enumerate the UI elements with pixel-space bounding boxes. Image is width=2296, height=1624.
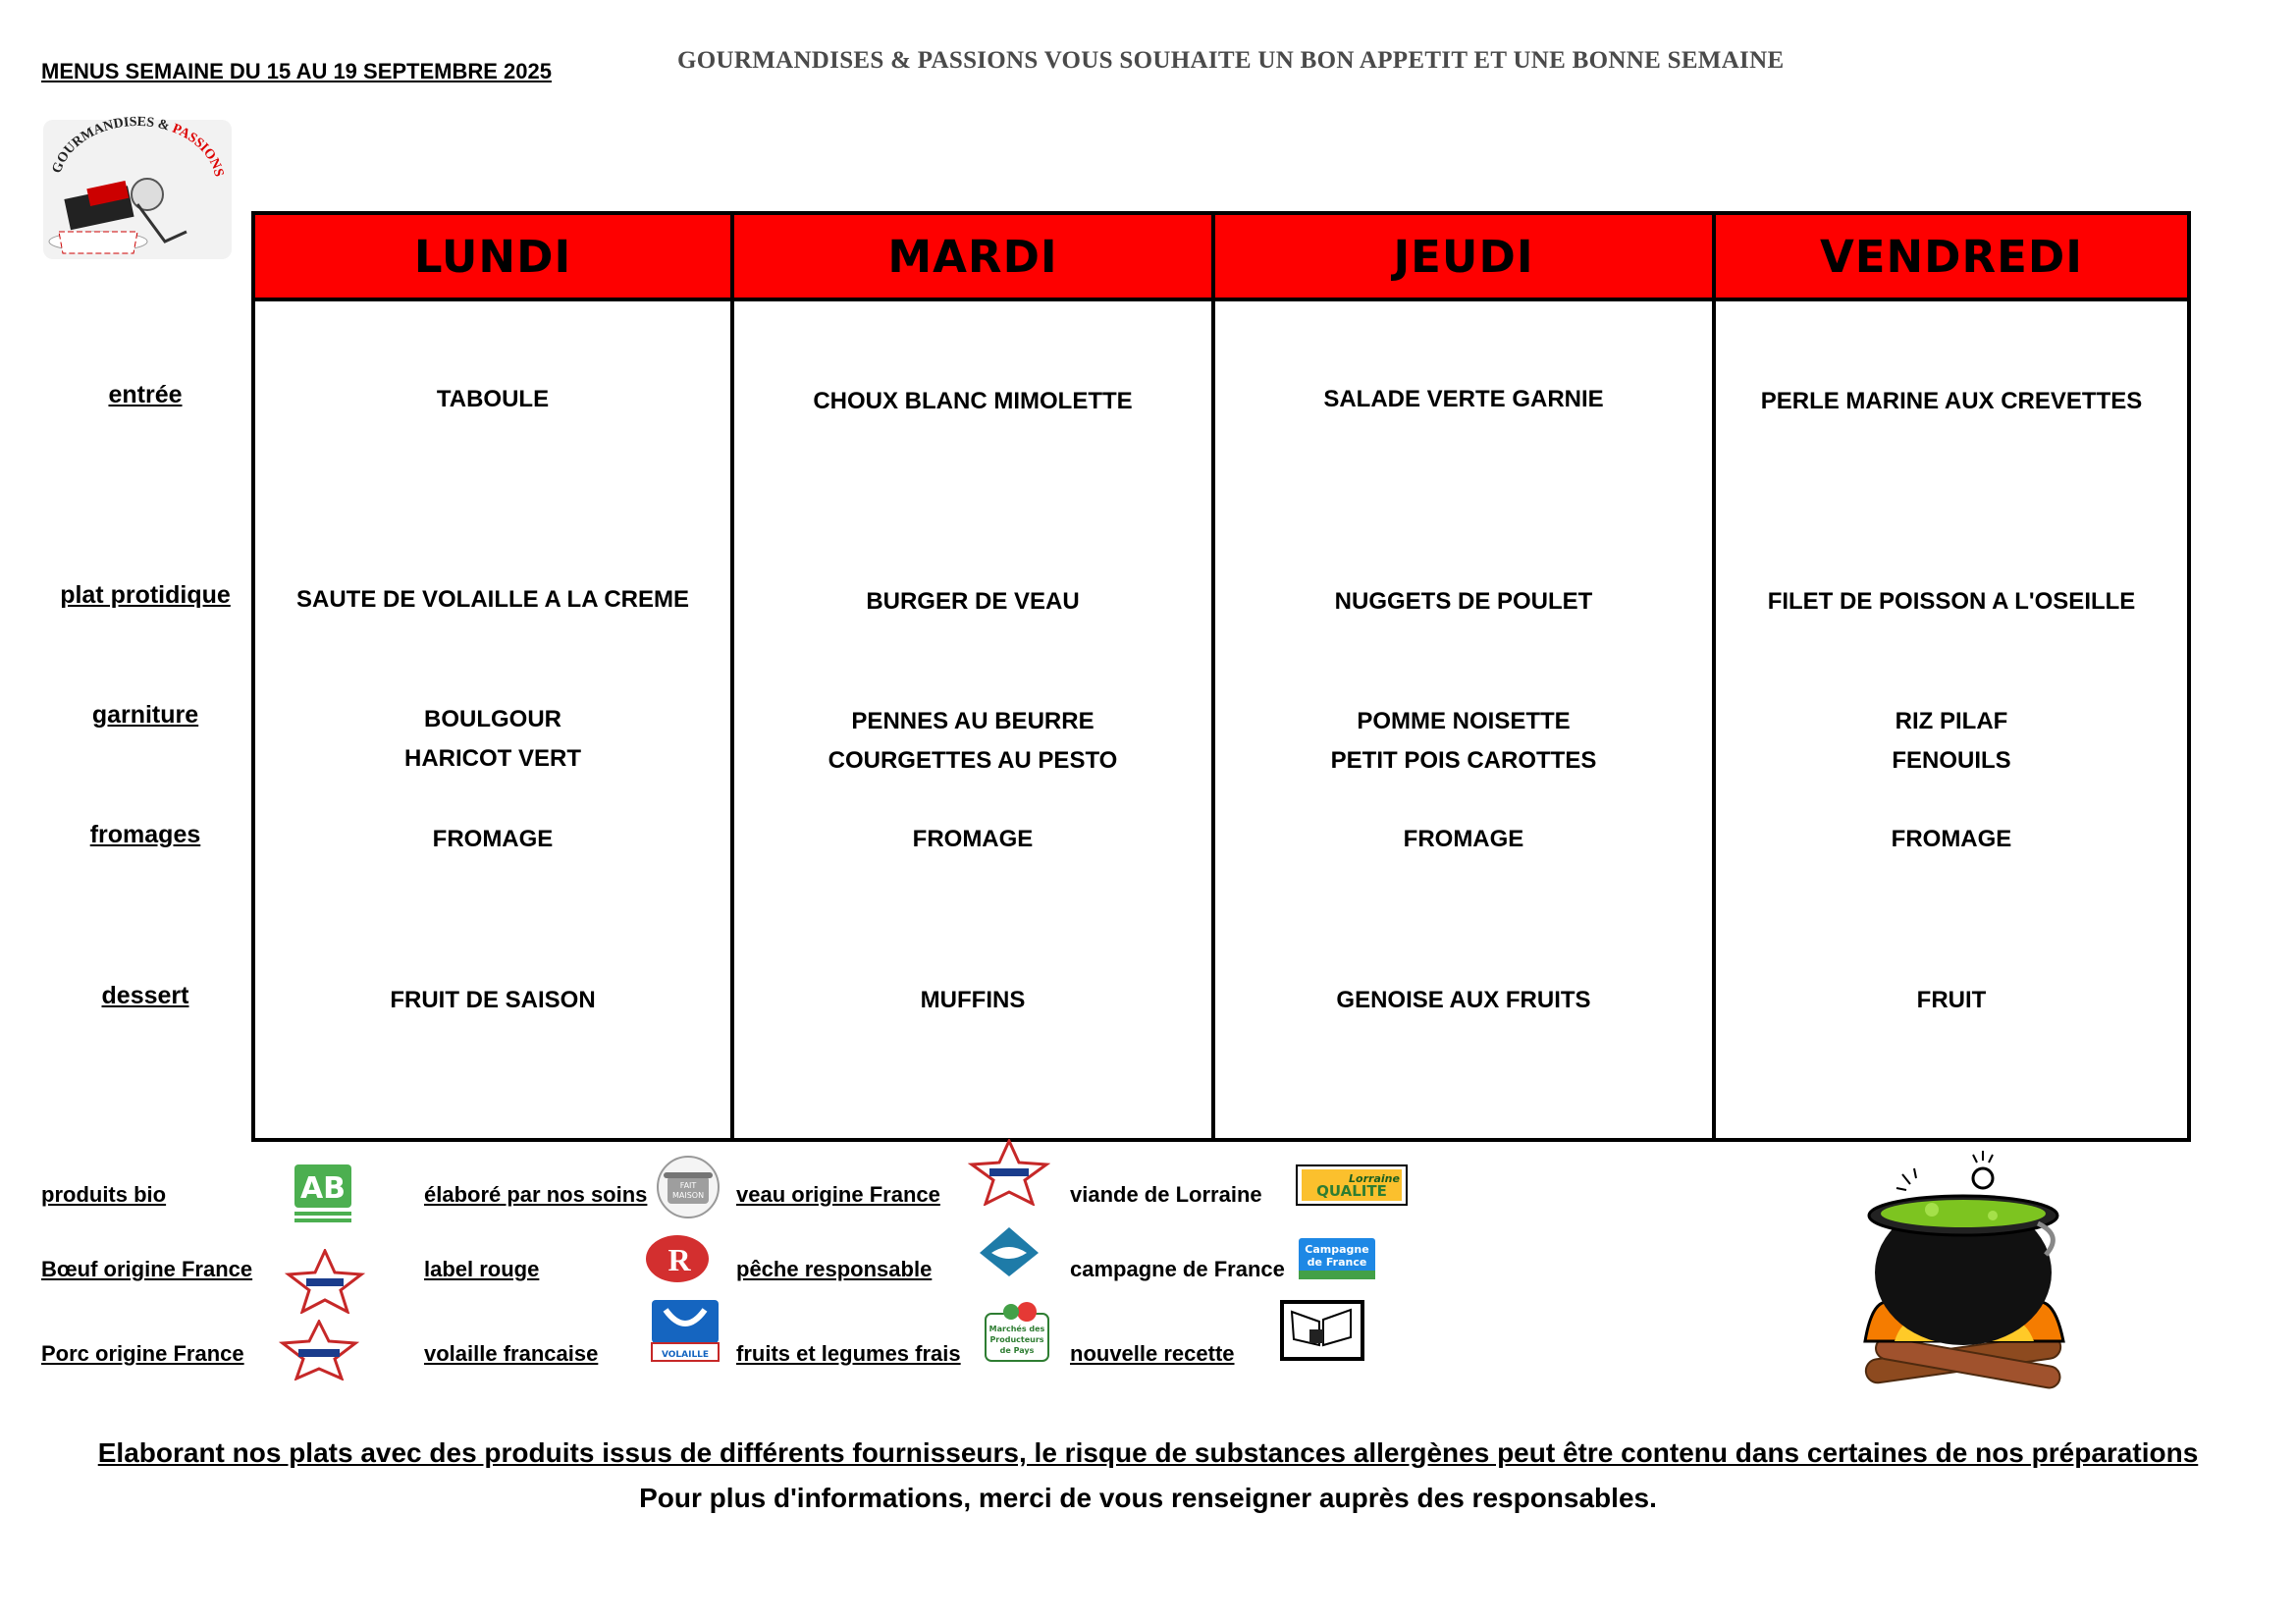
svg-text:QUALITE: QUALITE	[1316, 1182, 1387, 1200]
day-header-jeudi: JEUDI	[1215, 215, 1712, 301]
tagline: GOURMANDISES & PASSIONS VOUS SOUHAITE UN…	[677, 47, 1785, 74]
svg-text:Campagne: Campagne	[1305, 1243, 1368, 1256]
legend-nouvelle-recette: nouvelle recette	[1070, 1341, 1235, 1366]
legend-boeuf: Bœuf origine France	[41, 1257, 253, 1281]
legend-veau: veau origine France	[736, 1182, 940, 1207]
menu-cell: CHOUX BLANC MIMOLETTE	[813, 388, 1133, 414]
row-label-dessert: dessert	[101, 982, 189, 1009]
svg-text:R: R	[667, 1242, 691, 1277]
ab-bio-text: AB	[300, 1171, 346, 1206]
svg-text:de Pays: de Pays	[1000, 1346, 1035, 1355]
legend-produits-bio: produits bio	[41, 1182, 167, 1207]
french-poultry-icon: VOLAILLE	[648, 1298, 722, 1363]
pork-france-icon	[278, 1318, 360, 1381]
day-header-mardi: MARDI	[734, 215, 1211, 301]
week-title: MENUS SEMAINE DU 15 AU 19 SEPTEMBRE 2025	[41, 59, 552, 83]
svg-text:Producteurs: Producteurs	[989, 1335, 1043, 1344]
legend-porc: Porc origine France	[41, 1341, 244, 1366]
svg-text:FAIT: FAIT	[680, 1181, 697, 1190]
row-label-plat: plat protidique	[60, 581, 231, 609]
veal-france-icon	[967, 1137, 1051, 1207]
menu-cell: NUGGETS DE POULET	[1334, 588, 1593, 615]
menu-cell: PERLE MARINE AUX CREVETTES	[1760, 388, 2143, 414]
menu-cell: FROMAGE	[1891, 826, 2012, 852]
menu-cell: GENOISE AUX FRUITS	[1336, 987, 1591, 1013]
legend-lorraine: viande de Lorraine	[1070, 1182, 1262, 1207]
svg-text:VOLAILLE: VOLAILLE	[662, 1350, 709, 1360]
svg-text:de France: de France	[1308, 1256, 1367, 1269]
beef-france-icon	[284, 1247, 366, 1316]
new-recipe-icon	[1280, 1300, 1364, 1361]
legend-peche: pêche responsable	[736, 1257, 933, 1281]
menu-table: LUNDI MARDI JEUDI VENDREDI TABOULE CHOUX…	[251, 211, 2191, 1142]
row-label-entree: entrée	[108, 381, 183, 408]
menu-cell: FRUIT DE SAISON	[390, 987, 596, 1013]
menu-cell: MUFFINS	[920, 987, 1026, 1013]
campagne-france-icon: Campagne de France	[1298, 1237, 1376, 1280]
info-line: Pour plus d'informations, merci de vous …	[639, 1483, 1657, 1513]
legend-elabore: élaboré par nos soins	[424, 1182, 648, 1207]
column-divider	[1211, 215, 1215, 1138]
label-rouge-icon: R	[644, 1233, 711, 1284]
restaurant-logo: GOURMANDISES & PASSIONS	[39, 115, 236, 263]
local-produce-icon: Marchés des Producteurs de Pays	[982, 1300, 1052, 1365]
allergen-disclaimer: Elaborant nos plats avec des produits is…	[97, 1437, 2199, 1468]
row-label-fromages: fromages	[89, 821, 201, 848]
menu-cell: FRUIT	[1916, 987, 1987, 1013]
menu-cell: TABOULE	[436, 386, 550, 412]
ab-bio-icon: AB	[293, 1163, 353, 1225]
legend-label-rouge: label rouge	[424, 1257, 540, 1281]
menu-cell: FROMAGE	[1403, 826, 1524, 852]
homemade-pot-icon: FAIT MAISON	[652, 1155, 724, 1219]
svg-text:Marchés des: Marchés des	[989, 1324, 1045, 1333]
menu-cell: FROMAGE	[432, 826, 554, 852]
legend-volaille: volaille francaise	[424, 1341, 599, 1366]
day-header-vendredi: VENDREDI	[1716, 215, 2187, 301]
menu-cell: FILET DE POISSON A L'OSEILLE	[1767, 588, 2136, 615]
menu-cell: SALADE VERTE GARNIE	[1323, 386, 1604, 412]
svg-text:MAISON: MAISON	[672, 1191, 704, 1200]
menu-cell: SAUTE DE VOLAILLE A LA CREME	[295, 586, 689, 613]
sustainable-fishing-icon	[974, 1223, 1044, 1280]
legend-fruits-legumes: fruits et legumes frais	[736, 1341, 961, 1366]
row-label-garniture: garniture	[91, 701, 199, 729]
legend-campagne: campagne de France	[1070, 1257, 1285, 1281]
lorraine-quality-icon: Lorraine QUALITE	[1296, 1164, 1408, 1206]
column-divider	[730, 215, 734, 1138]
column-divider	[1712, 215, 1716, 1138]
menu-cell: FROMAGE	[912, 826, 1034, 852]
svg-text:Lorraine: Lorraine	[1349, 1172, 1400, 1185]
cauldron-illustration	[1845, 1145, 2081, 1390]
day-header-lundi: LUNDI	[255, 215, 730, 301]
menu-cell: BURGER DE VEAU	[866, 588, 1080, 615]
